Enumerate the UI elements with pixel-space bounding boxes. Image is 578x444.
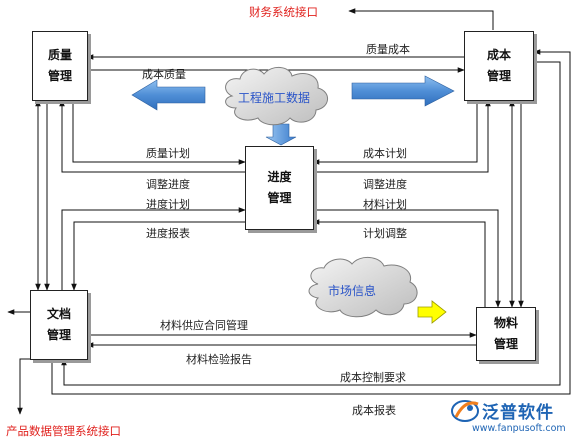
progress-plan-label: 进度计划: [146, 198, 190, 211]
progress-plan-arrow: [61, 207, 246, 290]
brand-url: www.fanpusoft.com: [472, 423, 566, 434]
plan-adjust-arrow: [312, 219, 486, 307]
material-plan-label: 材料计划: [363, 198, 407, 211]
adjust-progress-right-label: 调整进度: [363, 178, 407, 191]
quality-plan-arrow: [72, 100, 246, 165]
progress-management-label: 进度 管理: [267, 170, 292, 205]
down-block-arrow: [265, 123, 297, 146]
finance-interface-arrow: [348, 8, 494, 30]
cost-report-arrow: [51, 49, 571, 395]
market-info-text: 市场信息: [328, 284, 377, 298]
progress-management-box: 进度 管理: [245, 146, 314, 230]
cost-plan-arrow: [312, 100, 478, 165]
brand-name: 泛普软件: [482, 403, 554, 423]
quality-management-label: 质量 管理: [47, 48, 72, 83]
product-interface-label: 产品数据管理系统接口: [6, 424, 121, 438]
inspection-report-label: 材料检验报告: [186, 353, 252, 366]
plan-adjust-label: 计划调整: [363, 227, 407, 240]
cost-management-box: 成本 管理: [464, 31, 534, 101]
adjust-progress-left-label: 调整进度: [146, 178, 190, 191]
material-management-box: 物料 管理: [476, 307, 536, 361]
adjust-progress-left-arrow: [59, 99, 245, 173]
supply-contract-label: 材料供应合同管理: [160, 319, 248, 332]
cost-plan-label: 成本计划: [363, 147, 407, 160]
material-management-label: 物料 管理: [493, 316, 518, 351]
progress-report-label: 进度报表: [146, 227, 190, 240]
engineering-data-text: 工程施工数据: [238, 91, 311, 105]
yellow-arrow: [417, 300, 447, 324]
right-block-arrow: [351, 75, 455, 107]
document-management-box: 文档 管理: [30, 290, 88, 360]
finance-interface-label: 财务系统接口: [249, 5, 318, 19]
material-plan-arrow: [313, 209, 501, 308]
cost-quality-label: 成本质量: [142, 68, 186, 81]
cost-control-label: 成本控制要求: [340, 371, 406, 384]
cost-control-arrow: [61, 61, 561, 386]
quality-management-box: 质量 管理: [32, 31, 88, 101]
adjust-progress-right-arrow: [313, 99, 491, 173]
product-interface-arrow: [17, 358, 40, 415]
left-block-arrow: [131, 79, 206, 111]
quality-cost-label: 质量成本: [366, 43, 410, 56]
quality-plan-label: 质量计划: [146, 147, 190, 160]
cost-report-label: 成本报表: [352, 404, 396, 417]
market-info-cloud: [308, 257, 418, 318]
document-management-label: 文档 管理: [46, 307, 71, 342]
cost-management-label: 成本 管理: [486, 48, 511, 83]
progress-report-arrow: [71, 221, 245, 291]
fanpu-logo-icon: [451, 400, 479, 422]
engineering-data-cloud: [225, 67, 328, 126]
